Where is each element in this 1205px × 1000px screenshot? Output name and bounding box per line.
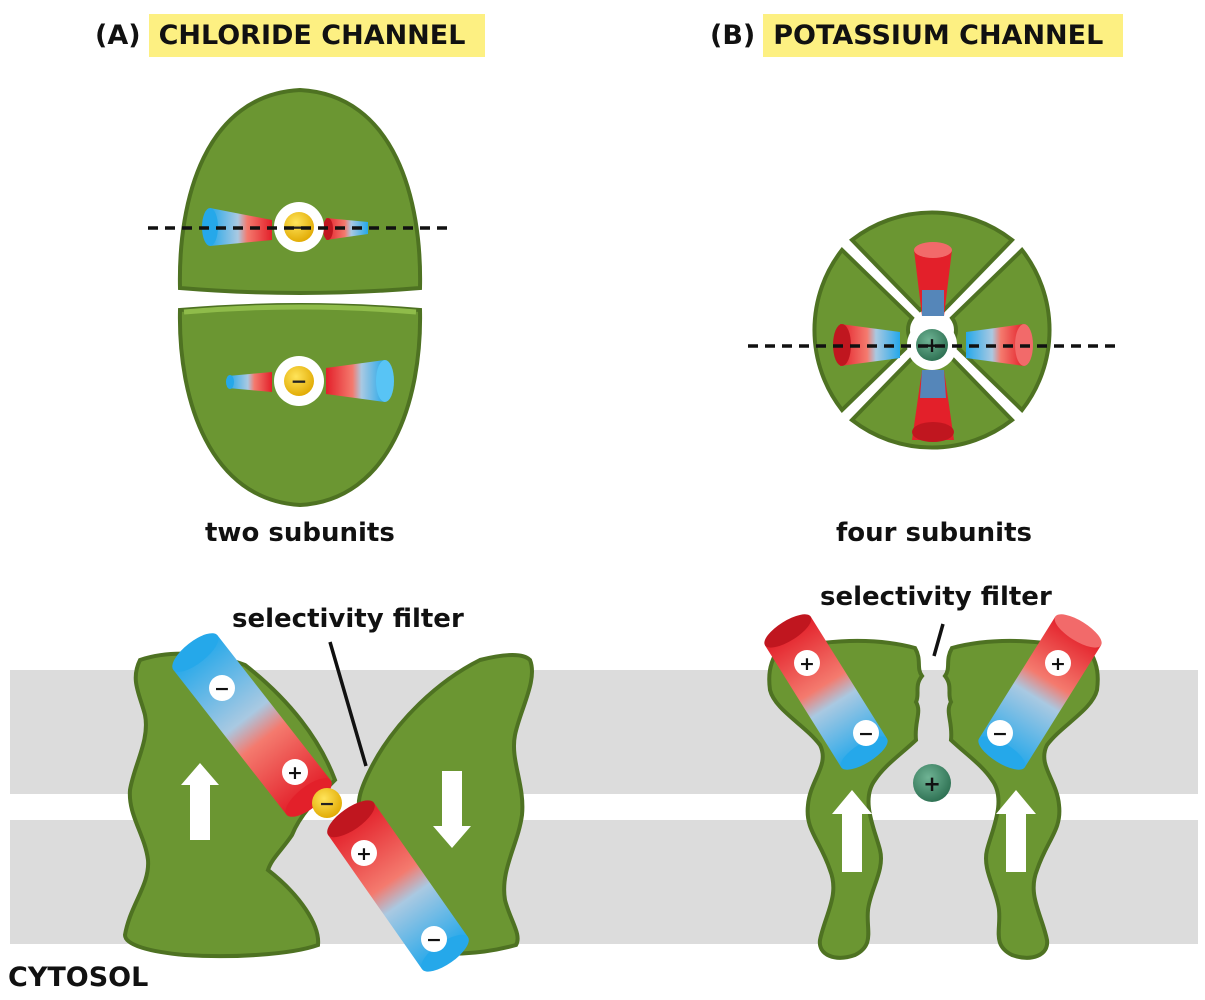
helix-lower-left xyxy=(228,372,272,392)
chloride-ion-charge-top: − xyxy=(291,215,308,239)
helix-lower-charge-minus: − xyxy=(426,929,442,951)
helix-upper-right xyxy=(326,218,368,240)
potassium-ion-top xyxy=(916,329,948,361)
chloride-ion-charge-bottom: − xyxy=(291,369,308,393)
panel-b-letter: (B) xyxy=(710,19,756,51)
selectivity-filter-label-b: selectivity filter xyxy=(820,582,1052,612)
arrow-up-b-left xyxy=(832,790,872,872)
chloride-ion-side-charge: − xyxy=(319,793,335,815)
chloride-ion-side xyxy=(312,788,342,818)
chloride-ion-bottom xyxy=(284,366,314,396)
helix-lower-charge-plus: + xyxy=(356,843,372,865)
arrow-up-a xyxy=(181,763,219,840)
potassium-ion-side-charge: + xyxy=(923,772,941,796)
panel-a-title: (A) CHLORIDE CHANNEL xyxy=(95,10,486,60)
selectivity-filter-pointer-b xyxy=(932,623,945,657)
k-helix-right-charge-minus: − xyxy=(992,723,1008,745)
arrow-up-b-right xyxy=(996,790,1036,872)
potassium-ion-charge-top: + xyxy=(924,333,941,357)
panel-a-name: CHLORIDE CHANNEL xyxy=(148,13,486,57)
chloride-subunit-upper xyxy=(177,87,423,295)
helix-upper-charge-plus: + xyxy=(287,762,303,784)
potassium-ion-side xyxy=(913,764,951,802)
arrow-down-a xyxy=(433,771,471,848)
k-helix-left-charge-plus: + xyxy=(799,653,815,675)
k-helix-right-charge-plus: + xyxy=(1050,653,1066,675)
chloride-ion-top xyxy=(284,212,314,242)
panel-b-name: POTASSIUM CHANNEL xyxy=(763,13,1124,57)
selectivity-filter-label-a: selectivity filter xyxy=(232,604,464,634)
helix-lower-right xyxy=(326,360,385,402)
panel-a-letter: (A) xyxy=(95,19,141,51)
potassium-side-view: + − + − + xyxy=(764,614,1102,960)
caption-four-subunits: four subunits xyxy=(836,518,1032,548)
cytosol-label: CYTOSOL xyxy=(8,962,149,993)
chloride-side-view: − + + − − xyxy=(122,633,534,972)
selectivity-filter-pointer-a xyxy=(328,641,368,767)
k-helix-left-charge-minus: − xyxy=(858,723,874,745)
panel-b-title: (B) POTASSIUM CHANNEL xyxy=(710,10,1124,60)
helix-upper-charge-minus: − xyxy=(214,678,230,700)
potassium-top-view: + xyxy=(748,210,1118,450)
caption-two-subunits: two subunits xyxy=(205,518,395,548)
chloride-top-view: − − xyxy=(148,87,450,508)
